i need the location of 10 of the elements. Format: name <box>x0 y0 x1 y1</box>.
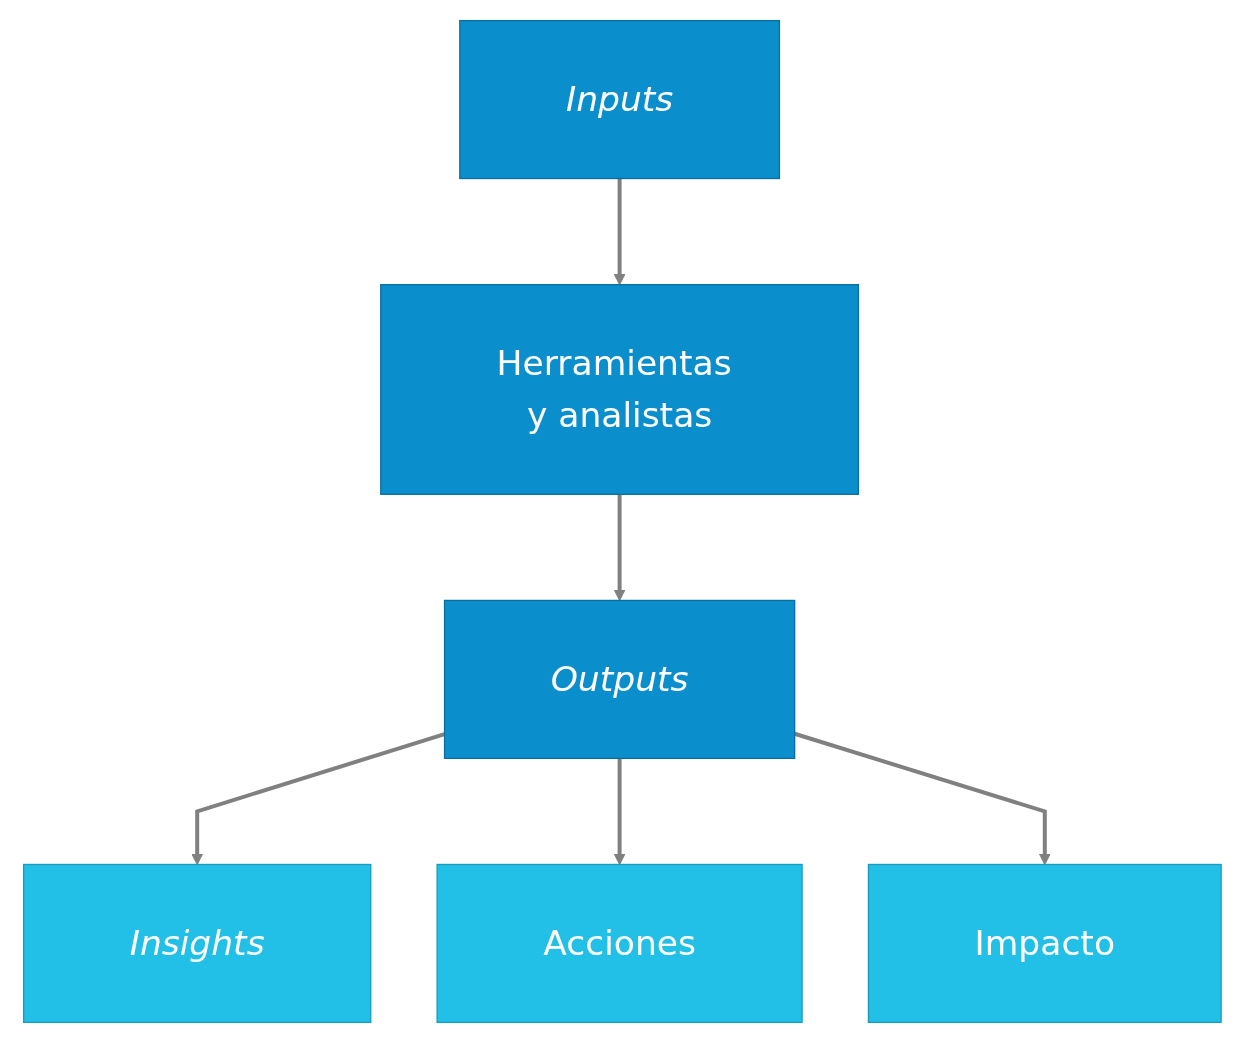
node-box: Impacto <box>867 863 1222 1024</box>
node-box: Insights <box>22 863 372 1024</box>
node-box: Outputs <box>443 599 795 759</box>
node-box: Inputs <box>458 19 780 180</box>
node-box: Acciones <box>436 863 803 1024</box>
arrow <box>613 494 626 601</box>
arrow <box>613 178 626 286</box>
arrow <box>613 758 626 865</box>
arrow <box>190 732 445 865</box>
node-box: Herramientas y analistas <box>379 284 859 495</box>
